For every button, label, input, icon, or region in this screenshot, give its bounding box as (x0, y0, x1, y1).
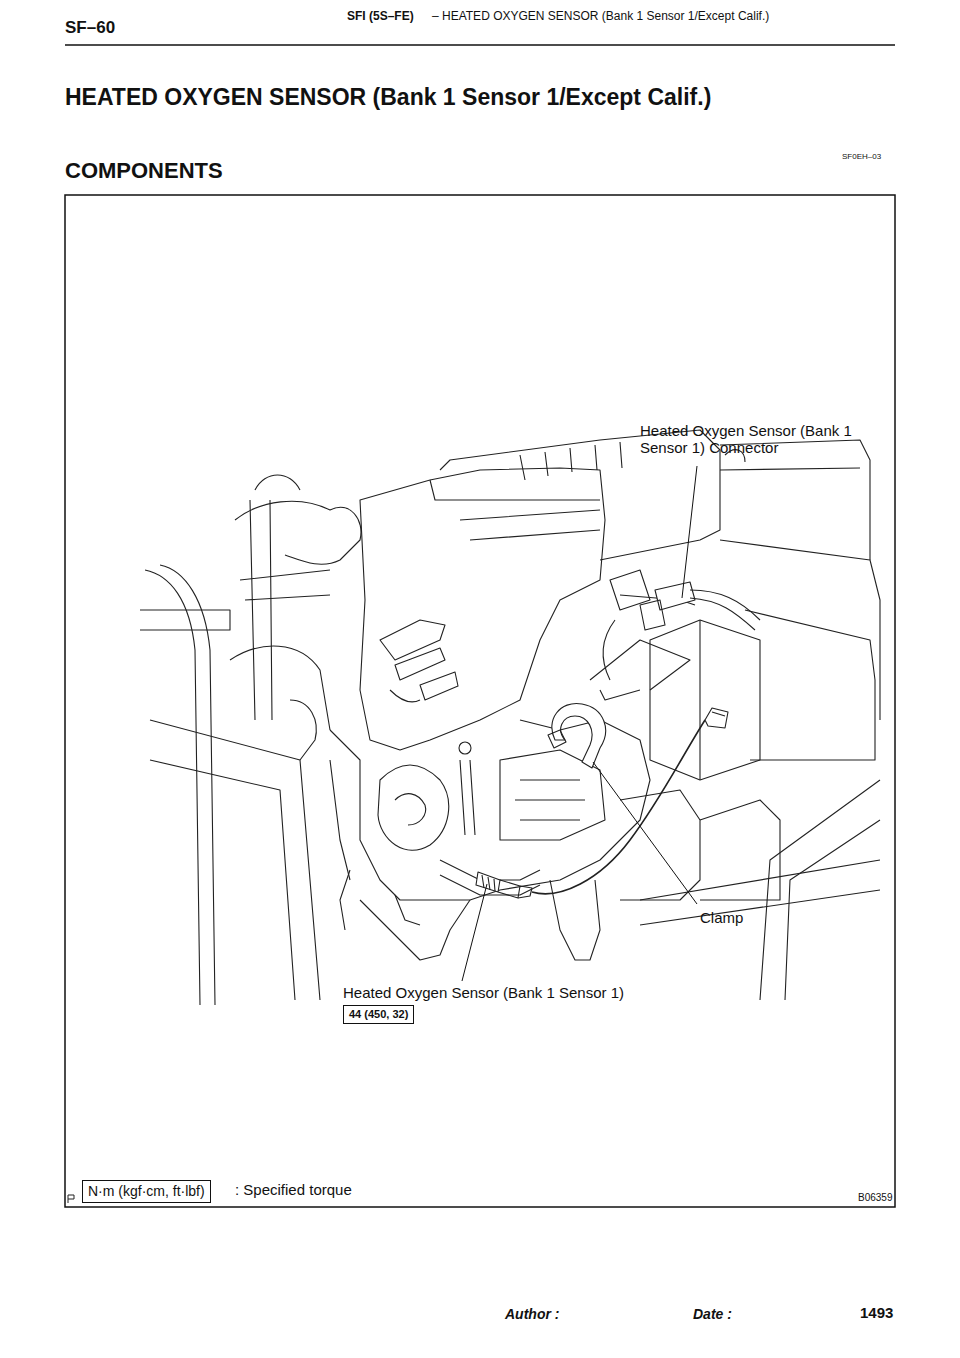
page-number: SF–60 (65, 18, 115, 38)
manual-page: 1493 (860, 1304, 893, 1321)
leader-line (682, 466, 697, 598)
leader-line (462, 884, 487, 981)
leader-lines (462, 466, 697, 981)
part-label: Heated Oxygen Sensor (Bank 1 Sensor 1) (343, 984, 624, 1001)
unit-box: N·m (kgf·cm, ft·lbf) (82, 1180, 211, 1203)
section-title: – HEATED OXYGEN SENSOR (Bank 1 Sensor 1/… (432, 10, 832, 24)
engine-drawing (68, 430, 880, 1203)
page-title: HEATED OXYGEN SENSOR (Bank 1 Sensor 1/Ex… (65, 84, 711, 110)
legend-text: : Specified torque (235, 1181, 352, 1198)
section-name: SFI (5S–FE) (347, 10, 414, 24)
header-rule (65, 44, 895, 46)
part-label: Clamp (700, 909, 743, 926)
box-text: N·m (kgf·cm, ft·lbf) (88, 1183, 205, 1200)
figure-code: B06359 (858, 1192, 892, 1204)
torque-box: 44 (450, 32) (343, 1005, 414, 1024)
author-field: Author : (505, 1306, 559, 1322)
box-text: 44 (450, 32) (349, 1008, 408, 1021)
leader-line (593, 762, 697, 904)
date-field: Date : (693, 1306, 732, 1322)
doc-code: SF0EH–03 (842, 152, 881, 161)
part-label: Heated Oxygen Sensor (Bank 1 Sensor 1) C… (640, 422, 870, 457)
subheading: COMPONENTS (65, 158, 223, 183)
figure-frame (65, 195, 895, 1207)
